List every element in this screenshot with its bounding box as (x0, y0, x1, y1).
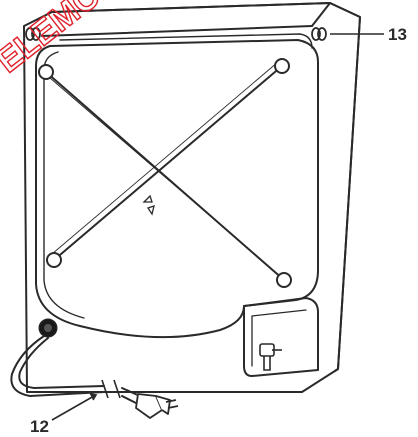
machine-cabinet (23, 2, 361, 393)
cord-outlet (38, 318, 58, 338)
side-panel (329, 2, 361, 372)
hose-outlet-icon (259, 343, 282, 371)
back-panel-outline (23, 2, 361, 393)
inner-panel-lip (43, 51, 85, 319)
watermark-text: ELEMCE (0, 0, 125, 80)
plug-icon (135, 393, 179, 419)
callout-power-cord: 12 (30, 417, 49, 436)
mount-point-bottom-right (276, 272, 292, 288)
transit-bolt-left (25, 27, 41, 41)
inner-panel-top-lip (59, 33, 313, 49)
leader-line-12 (51, 395, 95, 421)
transit-bolts (25, 27, 327, 41)
side-panel-edge (311, 2, 331, 27)
inner-panel (35, 39, 319, 339)
centre-marking (142, 194, 155, 216)
cord-break-marks (101, 379, 121, 399)
cord-line-inner (18, 337, 105, 390)
brace-diagonal-2 (53, 65, 283, 261)
brace-diagonal-1-edge (49, 77, 281, 277)
cross-brace (45, 61, 285, 281)
cord-line-outer (10, 335, 105, 398)
transit-bolt-right (311, 27, 327, 41)
callout-transit-bolts: 13 (388, 25, 407, 44)
mount-points (38, 58, 292, 288)
leader-lines (51, 33, 384, 421)
power-cord (10, 335, 141, 405)
mount-point-top-right (274, 58, 290, 74)
leader-arrow-12 (89, 393, 98, 401)
mount-point-bottom-left (46, 252, 62, 268)
cord-line-end-outer (121, 395, 139, 405)
top-rim (41, 2, 331, 37)
pump-cover (243, 297, 319, 377)
pump-cover-inner (251, 309, 307, 367)
brace-diagonal-2-edge (51, 61, 279, 255)
mount-point-top-left (38, 64, 54, 80)
